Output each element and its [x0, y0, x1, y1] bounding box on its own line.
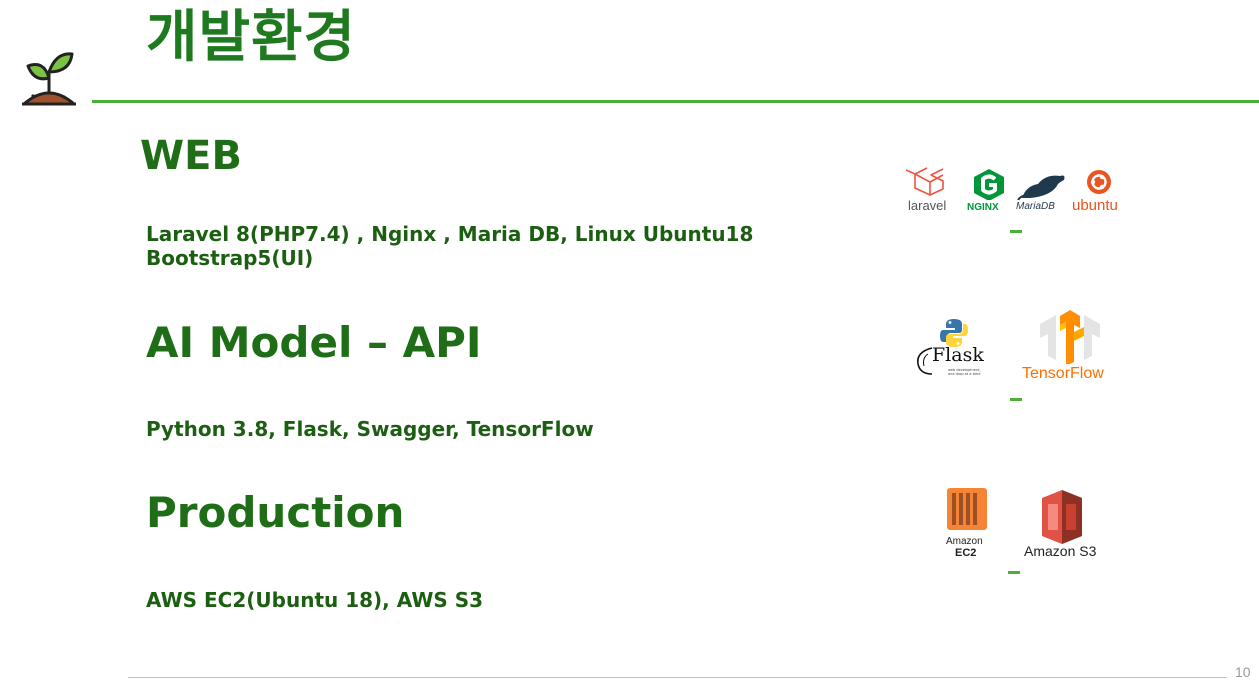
nginx-logo-icon — [974, 169, 1004, 201]
s3-label: Amazon S3 — [1024, 543, 1097, 559]
tensorflow-logo-icon — [1040, 310, 1100, 364]
ubuntu-label: ubuntu — [1072, 197, 1118, 214]
laravel-logo-icon — [905, 167, 944, 196]
flask-label: Flask — [932, 344, 984, 366]
laravel-label: laravel — [908, 198, 947, 213]
tensorflow-logo: TensorFlow — [1022, 310, 1122, 386]
footer-line — [128, 677, 1227, 678]
ai-stack-text: Python 3.8, Flask, Swagger, TensorFlow — [146, 417, 594, 441]
production-stack-text: AWS EC2(Ubuntu 18), AWS S3 — [146, 588, 483, 612]
ec2-logo: Amazon EC2 — [944, 486, 990, 562]
ubuntu-logo: ubuntu — [1070, 168, 1128, 214]
section-heading-ai: AI Model – API — [146, 318, 482, 367]
web-stack-line: Laravel 8(PHP7.4) , Nginx , Maria DB, Li… — [146, 222, 754, 246]
ai-logo-dash — [1010, 398, 1022, 401]
section-heading-production: Production — [146, 488, 405, 537]
nginx-label: NGINX — [967, 202, 999, 213]
slide-title: 개발환경 — [146, 5, 357, 70]
web-stack-line: Bootstrap5(UI) — [146, 246, 314, 270]
ec2-label-top: Amazon — [946, 536, 983, 547]
tensorflow-label: TensorFlow — [1022, 366, 1104, 382]
web-stack-text: Laravel 8(PHP7.4) , Nginx , Maria DB, Li… — [146, 222, 846, 270]
mariadb-label: MariaDB — [1016, 201, 1055, 212]
flask-logo: Flask web development, one drop at a tim… — [912, 318, 988, 382]
section-heading-web: WEB — [140, 133, 242, 179]
laravel-logo: laravel — [903, 167, 951, 215]
nginx-logo: NGINX — [964, 168, 1014, 214]
production-stack-line: AWS EC2(Ubuntu 18), AWS S3 — [146, 588, 484, 612]
ec2-logo-icon — [947, 488, 987, 530]
mariadb-logo: MariaDB — [1016, 170, 1072, 214]
s3-logo: Amazon S3 — [1022, 488, 1106, 560]
sprout-icon — [20, 48, 78, 108]
tensorflow-label-text: TensorFlow — [1022, 365, 1104, 382]
ubuntu-logo-icon — [1087, 170, 1111, 194]
s3-logo-icon — [1042, 490, 1082, 544]
production-logo-dash — [1008, 571, 1020, 574]
ec2-label-bottom: EC2 — [955, 547, 977, 559]
web-logo-dash — [1010, 230, 1022, 233]
ai-stack-line: Python 3.8, Flask, Swagger, TensorFlow — [146, 417, 594, 441]
mariadb-seal-icon — [1017, 175, 1065, 201]
page-number: 10 — [1235, 664, 1251, 680]
title-underline — [92, 100, 1259, 103]
flask-horn-icon — [916, 347, 933, 375]
flask-tagline: web development, one drop at a time — [948, 368, 981, 377]
python-logo-icon — [940, 319, 968, 347]
